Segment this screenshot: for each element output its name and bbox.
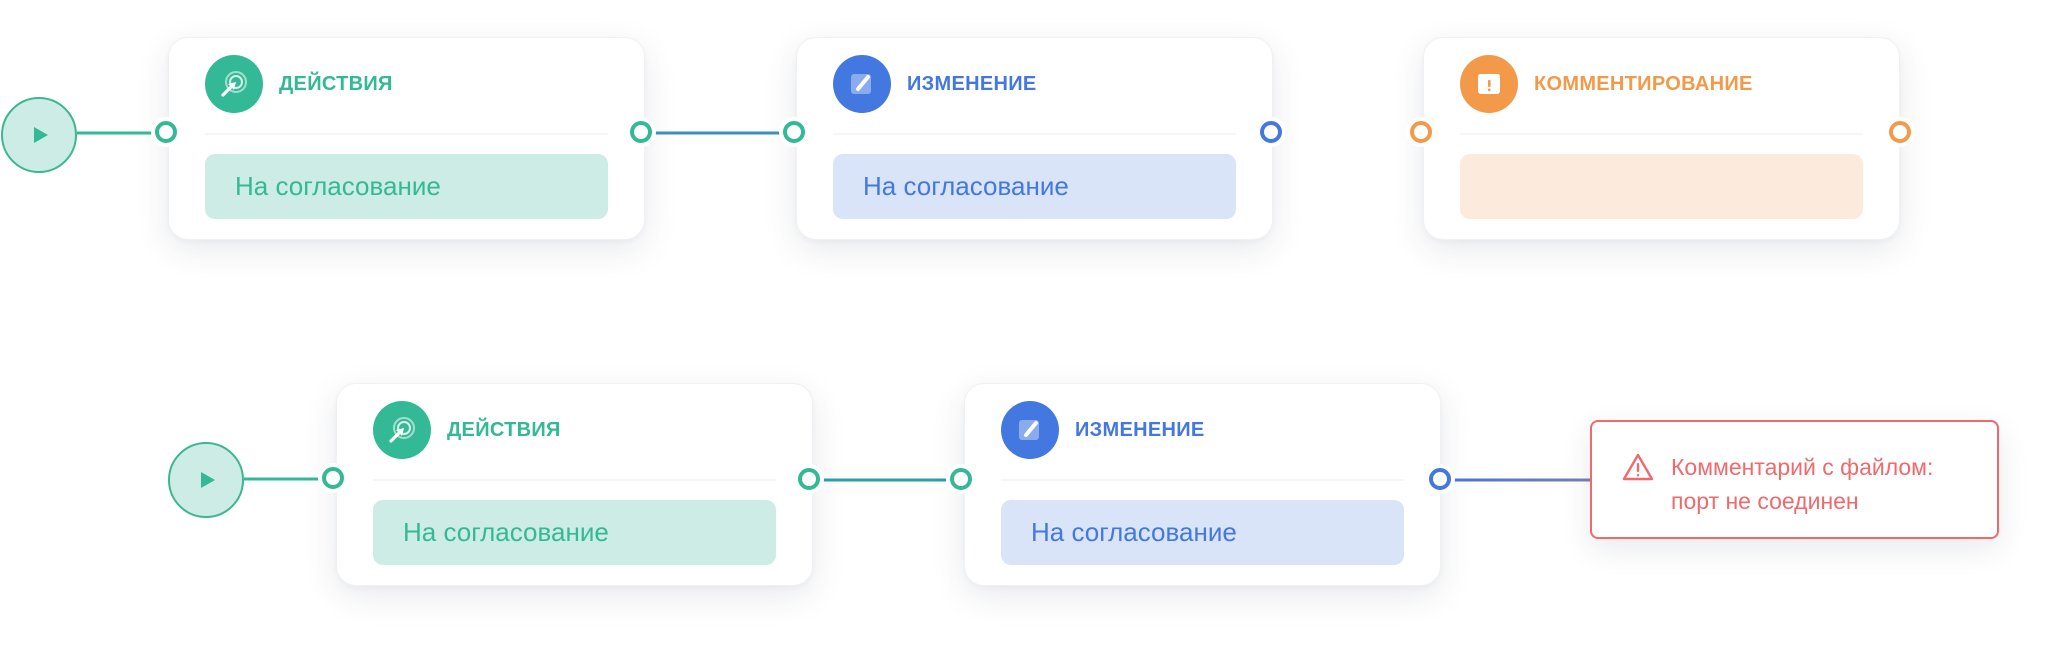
node-card-change[interactable]: ИЗМЕНЕНИЕ На согласование [796,37,1273,240]
node-value-pill[interactable]: На согласование [1001,500,1404,565]
input-port[interactable] [1410,121,1432,143]
edge-start-to-actions [244,477,330,481]
edit-icon [833,55,891,113]
start-button[interactable] [1,97,77,173]
play-icon [34,127,48,143]
node-value-pill[interactable]: На согласование [833,154,1236,219]
output-port[interactable] [630,121,652,143]
divider [1460,133,1863,135]
edge-actions-to-change [645,131,793,135]
error-text-line-2: порт не соединен [1671,488,1859,514]
node-value-pill[interactable] [1460,154,1863,219]
divider [1001,479,1404,481]
edge-actions-to-change [813,478,959,482]
divider [205,133,608,135]
node-card-change[interactable]: ИЗМЕНЕНИЕ На согласование [964,383,1441,586]
input-port[interactable] [322,467,344,489]
node-value: На согласование [235,171,441,201]
node-title: ИЗМЕНЕНИЕ [907,73,1037,95]
edge-change-to-error [1444,478,1591,482]
output-port[interactable] [1889,121,1911,143]
node-card-actions[interactable]: ДЕЙСТВИЯ На согласование [336,383,813,586]
node-card-comment[interactable]: КОММЕНТИРОВАНИЕ [1423,37,1900,240]
node-title: ДЕЙСТВИЯ [447,419,561,441]
input-port[interactable] [950,468,972,490]
error-message-box: Комментарий с файлом: порт не соединен [1590,420,1999,539]
node-value-pill[interactable]: На согласование [205,154,608,219]
node-title: КОММЕНТИРОВАНИЕ [1534,73,1753,95]
node-value: На согласование [863,171,1069,201]
warning-icon [1622,453,1654,481]
output-port[interactable] [798,468,820,490]
edge-start-to-actions [77,131,161,135]
node-title: ДЕЙСТВИЯ [279,73,393,95]
input-port[interactable] [155,121,177,143]
error-text-line-1: Комментарий с файлом: [1671,454,1934,480]
comment-alert-icon [1460,55,1518,113]
node-value-pill[interactable]: На согласование [373,500,776,565]
output-port[interactable] [1260,121,1282,143]
action-pointer-icon [205,55,263,113]
input-port[interactable] [783,121,805,143]
play-icon [201,472,215,488]
output-port[interactable] [1429,468,1451,490]
action-pointer-icon [373,401,431,459]
start-button[interactable] [168,442,244,518]
node-title: ИЗМЕНЕНИЕ [1075,419,1205,441]
node-value: На согласование [1031,517,1237,547]
divider [833,133,1236,135]
edit-icon [1001,401,1059,459]
node-value: На согласование [403,517,609,547]
node-card-actions[interactable]: ДЕЙСТВИЯ На согласование [168,37,645,240]
divider [373,479,776,481]
